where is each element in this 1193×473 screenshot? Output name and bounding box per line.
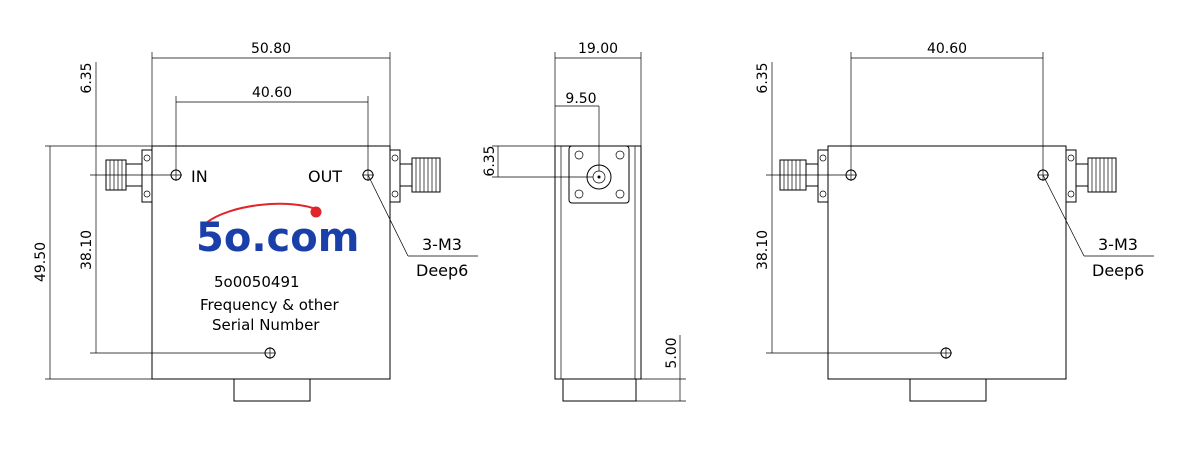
brand-logo: 5o.com [196, 202, 359, 261]
side-body-outline [554, 145, 642, 380]
logo-dot [310, 206, 322, 218]
dim-side-connector-offset: 9.50 [555, 91, 600, 171]
side-view: 19.00 9.50 6.35 5.00 [482, 41, 686, 402]
front-callout-depth: Deep6 [416, 261, 468, 280]
marking-line-1: Frequency & other [200, 296, 340, 314]
back-view: 40.60 38.10 6.35 3-M3 Deep6 [755, 41, 1154, 402]
dim-side-overall-width: 19.00 [554, 41, 642, 146]
dim-front-overall-width-text: 50.80 [251, 41, 291, 57]
dim-front-hole-vertical: 38.10 6.35 [79, 62, 264, 354]
dim-side-connector-offset-text: 9.50 [565, 91, 596, 107]
front-base-tab [233, 378, 311, 402]
front-right-connector [389, 149, 441, 203]
dim-back-top-offset-text: 6.35 [755, 62, 771, 93]
port-in-label: IN [191, 167, 208, 186]
dim-front-top-offset-text: 6.35 [79, 62, 95, 93]
dim-back-hole-vertical: 38.10 6.35 [755, 62, 940, 354]
back-hole-callout: 3-M3 Deep6 [1042, 174, 1154, 280]
dim-front-overall-height: 49.50 [33, 145, 152, 380]
logo-text: 5o.com [196, 215, 359, 261]
back-left-connector [779, 149, 829, 203]
part-number: 5o0050491 [214, 273, 300, 291]
back-hole-bottom [940, 347, 952, 359]
port-out-label: OUT [308, 167, 342, 186]
back-callout-depth: Deep6 [1092, 261, 1144, 280]
back-right-connector [1065, 149, 1117, 203]
dim-side-base-height: 5.00 [636, 335, 686, 402]
dim-side-base-height-text: 5.00 [664, 337, 680, 368]
dim-front-hole-spacing: 40.60 [175, 85, 369, 170]
dim-side-connector-height: 6.35 [482, 145, 593, 178]
front-body-outline [151, 145, 391, 380]
front-left-connector [105, 149, 153, 203]
dim-front-hole-vertical-text: 38.10 [79, 230, 95, 270]
logo-swoosh [205, 202, 319, 224]
back-hole-left [845, 169, 857, 181]
back-callout-holes: 3-M3 [1098, 235, 1138, 254]
front-hole-bottom [264, 347, 276, 359]
side-base-tab [562, 378, 637, 402]
front-hole-in [170, 169, 182, 181]
dim-front-overall-height-text: 49.50 [33, 242, 49, 282]
back-body-outline [827, 145, 1067, 380]
dim-side-connector-height-text: 6.35 [482, 145, 498, 176]
front-callout-holes: 3-M3 [422, 235, 462, 254]
dim-back-hole-spacing: 40.60 [850, 41, 1044, 170]
front-view: IN OUT 5o.com 5o0050491 Frequency & othe… [33, 41, 478, 402]
dim-side-overall-width-text: 19.00 [578, 41, 618, 57]
dim-back-hole-vertical-text: 38.10 [755, 230, 771, 270]
dim-front-hole-spacing-text: 40.60 [252, 85, 292, 101]
dim-front-overall-width: 50.80 [151, 41, 391, 146]
marking-line-2: Serial Number [212, 316, 320, 334]
back-base-tab [909, 378, 987, 402]
dim-back-hole-spacing-text: 40.60 [927, 41, 967, 57]
front-hole-callout: 3-M3 Deep6 [367, 174, 478, 280]
